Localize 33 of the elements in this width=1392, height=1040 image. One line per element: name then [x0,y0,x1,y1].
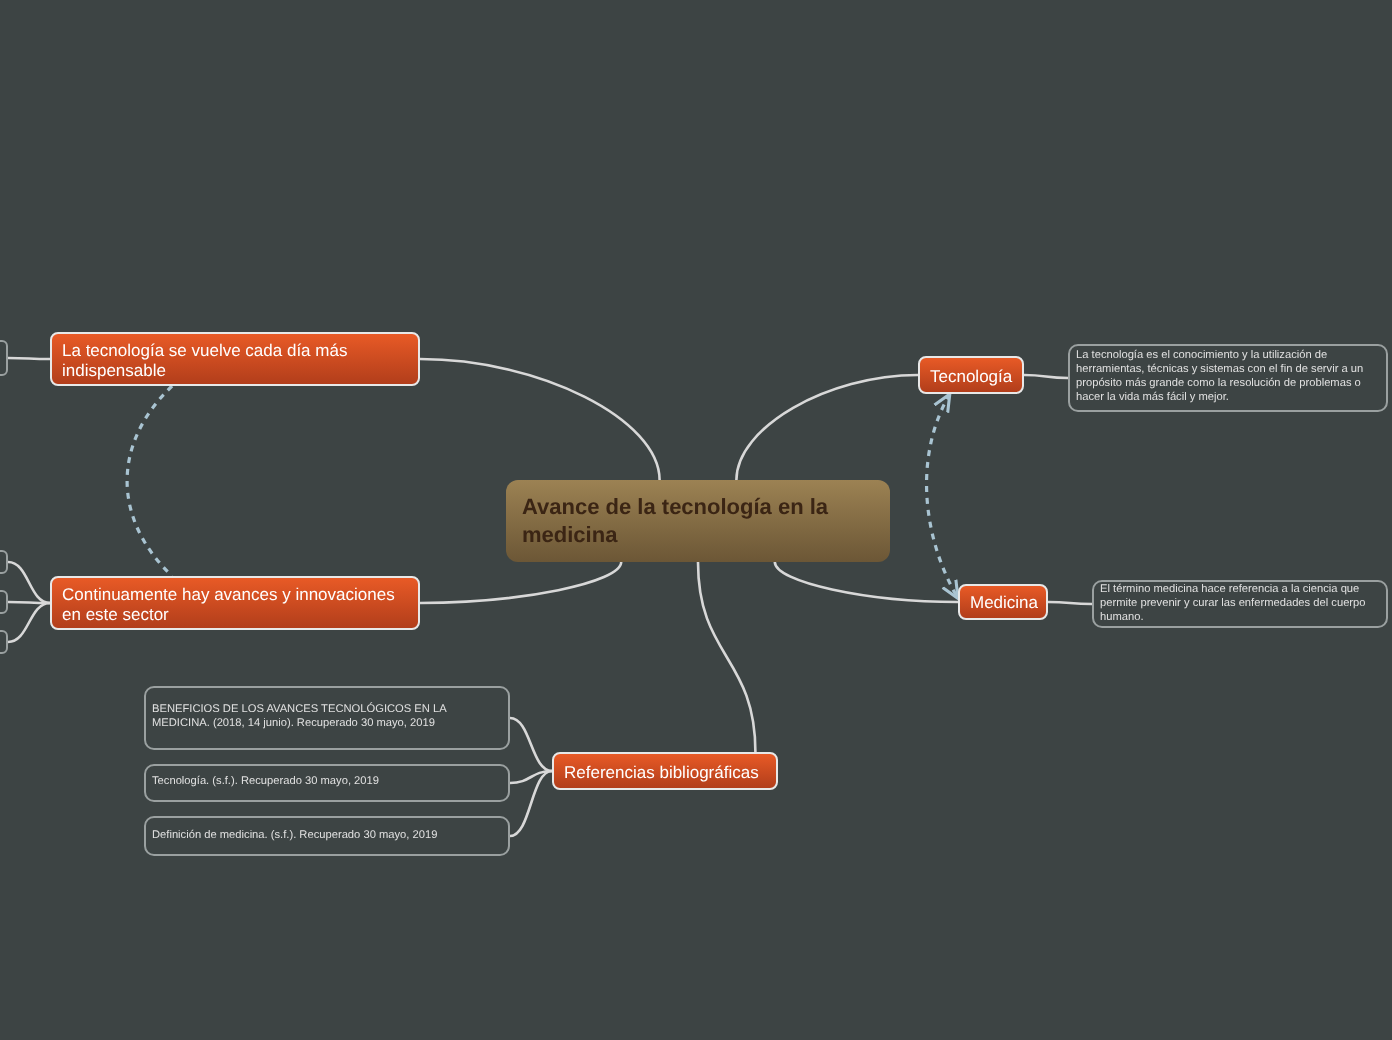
note-box [144,764,510,802]
node-text: Tecnología [930,365,1013,385]
dashed-connector [125,384,174,578]
connector-line [419,561,623,605]
note-box [1068,344,1388,412]
note-box [144,686,510,750]
topic-box [50,332,420,386]
connector-line [509,716,553,773]
topic-box [50,576,420,630]
node-text: Avance de la tecnología en la medicina [522,493,831,549]
connector-line [696,561,757,753]
topic-box [918,356,1024,394]
connector-line [419,357,661,481]
topic-box [958,584,1048,620]
topic-box [552,752,778,790]
connector-line [773,561,959,604]
central-topic-box [506,480,890,562]
note-box [144,816,510,856]
connector-line [1024,373,1068,380]
connector-line [8,600,50,605]
node-text: Referencias bibliográficas [564,761,759,781]
node-text: La tecnología se vuelve cada día más indispensable [62,339,350,379]
dashed-connector [925,392,960,600]
connector-line [509,769,553,785]
note-box [1092,580,1388,628]
connector-line [8,356,50,361]
connector-line [735,373,919,481]
connector-line [1048,600,1092,606]
connector-line [7,560,51,605]
node-text: Continuamente hay avances y innovaciones en este sector [62,583,397,623]
connector-line [7,601,51,644]
node-text: Medicina [970,592,1039,612]
connector-line [509,769,553,838]
